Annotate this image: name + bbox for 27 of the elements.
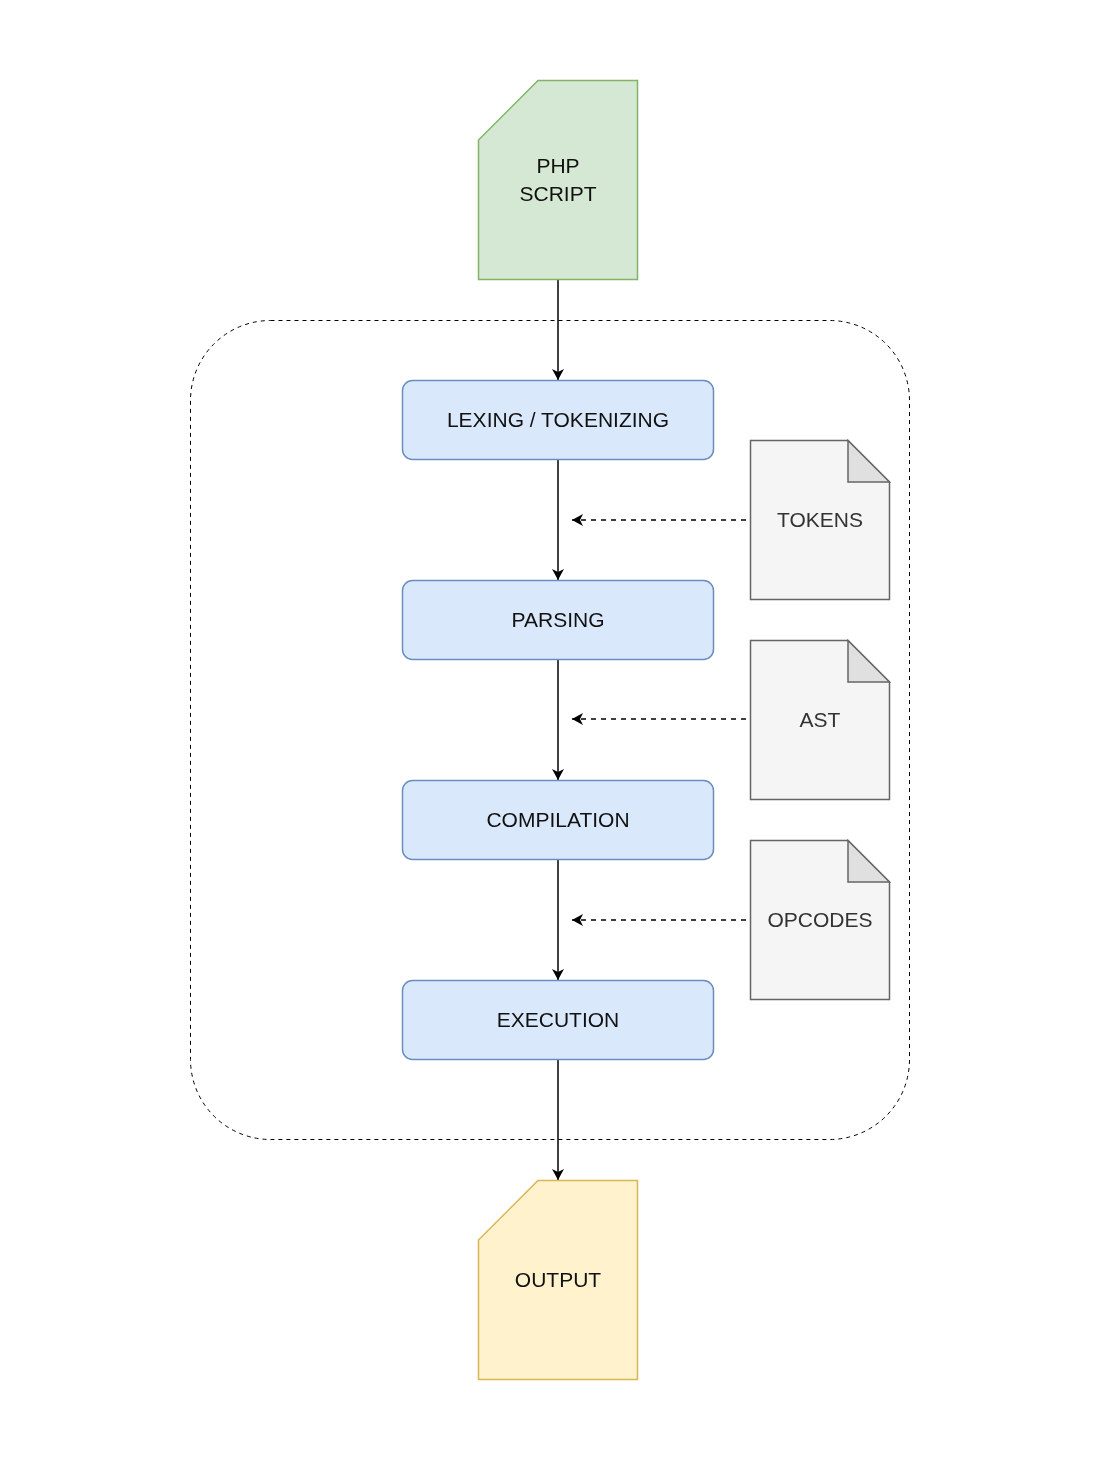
process-box <box>402 580 714 660</box>
arrow <box>552 1059 564 1181</box>
note-document <box>750 440 890 600</box>
note-document <box>750 640 890 800</box>
document-card <box>478 1180 638 1380</box>
arrow <box>552 459 564 581</box>
node-label: COMPILATION <box>486 807 630 833</box>
arrow <box>552 659 564 781</box>
process-box <box>402 980 714 1060</box>
document-card <box>478 80 638 280</box>
process-box <box>402 380 714 460</box>
node-label: EXECUTION <box>496 1007 620 1033</box>
node-label: OPCODES <box>767 907 873 933</box>
arrow <box>552 859 564 981</box>
arrow <box>571 713 747 725</box>
note-document <box>750 840 890 1000</box>
node-label: AST <box>799 707 841 733</box>
node-label: OUTPUT <box>514 1267 602 1293</box>
node-label: PARSING <box>511 607 605 633</box>
arrow <box>552 279 564 381</box>
node-label: PHP SCRIPT <box>518 153 598 207</box>
arrow <box>571 914 747 926</box>
arrow <box>571 514 747 526</box>
process-box <box>402 780 714 860</box>
node-label: LEXING / TOKENIZING <box>446 407 670 433</box>
dashed-group-boundary <box>190 320 910 1140</box>
node-label: TOKENS <box>777 507 863 533</box>
